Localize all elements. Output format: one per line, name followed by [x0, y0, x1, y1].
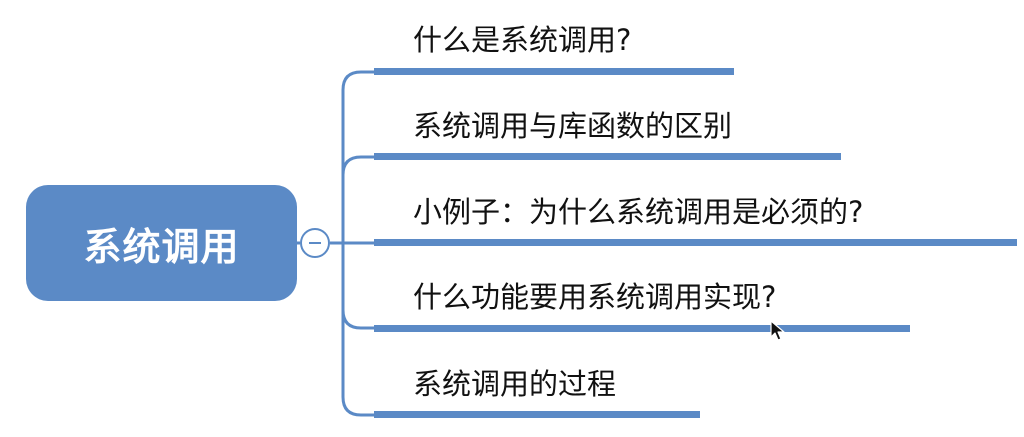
branch-underline	[374, 153, 841, 160]
root-label: 系统调用	[83, 224, 240, 269]
branch-underline	[374, 68, 734, 75]
branch-connector-4	[341, 309, 374, 330]
root-node[interactable]: 系统调用	[26, 185, 297, 301]
branch-label[interactable]: 小例子：为什么系统调用是必须的?	[413, 195, 864, 229]
branch-label[interactable]: 系统调用的过程	[413, 367, 617, 401]
branch-underline	[374, 325, 910, 332]
mouse-pointer-icon	[770, 320, 785, 341]
branch-underline	[374, 411, 700, 418]
collapse-button[interactable]	[300, 228, 330, 258]
branch-label[interactable]: 什么是系统调用?	[413, 23, 632, 57]
branch-connector-2	[341, 155, 374, 176]
branch-label[interactable]: 什么功能要用系统调用实现?	[413, 280, 777, 314]
minus-circle-icon	[309, 242, 321, 244]
branch-label[interactable]: 系统调用与库函数的区别	[413, 109, 733, 143]
branch-underline	[374, 239, 1017, 246]
